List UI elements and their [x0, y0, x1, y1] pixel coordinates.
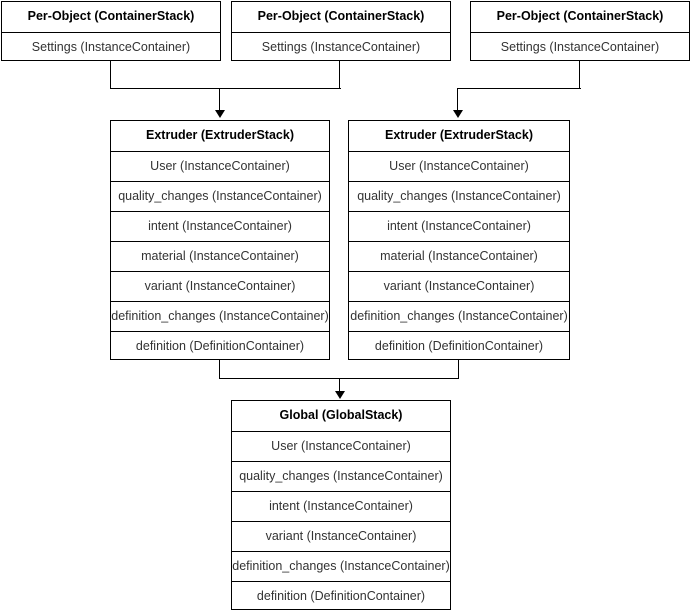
edge-per-object-3-down — [579, 61, 581, 89]
node-row-quality-changes: quality_changes (InstanceContainer) — [232, 461, 450, 491]
node-row-definition-changes: definition_changes (InstanceContainer) — [232, 551, 450, 581]
node-row-quality-changes: quality_changes (InstanceContainer) — [349, 181, 569, 211]
node-header: Per-Object (ContainerStack) — [257, 9, 425, 23]
node-row-definition: definition (DefinitionContainer) — [349, 331, 569, 361]
node-extruder-2[interactable]: Extruder (ExtruderStack) User (InstanceC… — [348, 120, 570, 360]
node-row-definition: definition (DefinitionContainer) — [232, 581, 450, 611]
node-row-settings: Settings (InstanceContainer) — [232, 32, 450, 62]
edge-to-extruder-2 — [457, 88, 459, 112]
arrow-to-extruder-2 — [453, 110, 463, 118]
node-row-definition-changes: definition_changes (InstanceContainer) — [349, 301, 569, 331]
node-row-definition: definition (DefinitionContainer) — [111, 331, 329, 361]
edge-extruder-2-down — [458, 360, 460, 379]
node-row-user: User (InstanceContainer) — [349, 151, 569, 181]
node-row-material: material (InstanceContainer) — [349, 241, 569, 271]
node-row-variant: variant (InstanceContainer) — [232, 521, 450, 551]
node-per-object-2[interactable]: Per-Object (ContainerStack) Settings (In… — [231, 1, 451, 61]
node-row-quality-changes: quality_changes (InstanceContainer) — [111, 181, 329, 211]
node-per-object-1[interactable]: Per-Object (ContainerStack) Settings (In… — [1, 1, 221, 61]
node-header: Extruder (ExtruderStack) — [146, 128, 294, 142]
node-row-variant: variant (InstanceContainer) — [111, 271, 329, 301]
node-row-user: User (InstanceContainer) — [232, 431, 450, 461]
edge-extruder-1-down — [219, 360, 221, 379]
node-row-settings: Settings (InstanceContainer) — [471, 32, 689, 62]
node-row-user: User (InstanceContainer) — [111, 151, 329, 181]
node-row-intent: intent (InstanceContainer) — [111, 211, 329, 241]
arrow-to-global — [335, 391, 345, 399]
node-header: Extruder (ExtruderStack) — [385, 128, 533, 142]
arrow-to-extruder-1 — [215, 110, 225, 118]
node-row-variant: variant (InstanceContainer) — [349, 271, 569, 301]
node-row-material: material (InstanceContainer) — [111, 241, 329, 271]
edge-merge-right — [457, 88, 581, 90]
node-extruder-1[interactable]: Extruder (ExtruderStack) User (InstanceC… — [110, 120, 330, 360]
edge-to-global — [339, 378, 341, 393]
node-row-definition-changes: definition_changes (InstanceContainer) — [111, 301, 329, 331]
node-row-intent: intent (InstanceContainer) — [232, 491, 450, 521]
edge-per-object-1-down — [110, 61, 112, 89]
node-per-object-3[interactable]: Per-Object (ContainerStack) Settings (In… — [470, 1, 690, 61]
node-row-intent: intent (InstanceContainer) — [349, 211, 569, 241]
edge-to-extruder-1 — [219, 88, 221, 112]
edge-per-object-2-down — [339, 61, 341, 89]
node-header: Per-Object (ContainerStack) — [496, 9, 664, 23]
node-row-settings: Settings (InstanceContainer) — [2, 32, 220, 62]
node-header: Per-Object (ContainerStack) — [27, 9, 195, 23]
edge-merge-left — [110, 88, 341, 90]
node-header: Global (GlobalStack) — [279, 408, 403, 422]
node-global[interactable]: Global (GlobalStack) User (InstanceConta… — [231, 400, 451, 610]
